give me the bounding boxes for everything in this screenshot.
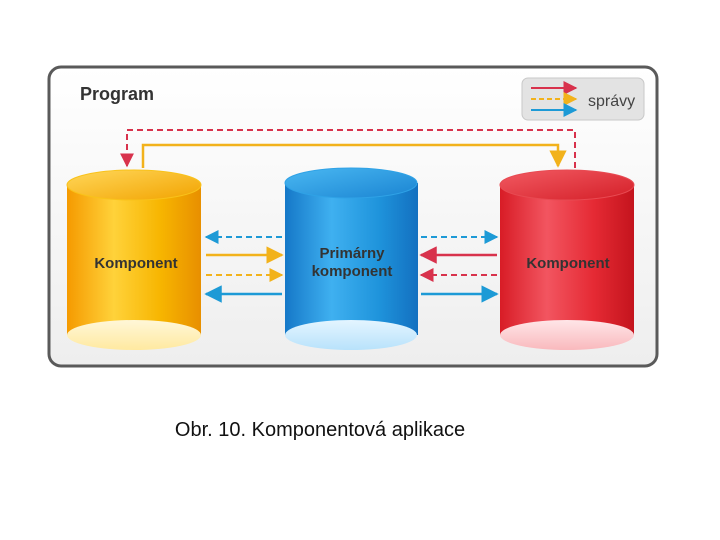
component-diagram: Program správy Komponent Primárny kompon… (47, 65, 659, 368)
program-title: Program (80, 84, 154, 104)
component-center-label-line2: komponent (312, 263, 393, 280)
cylinder-right-body (500, 185, 634, 335)
component-left-label: Komponent (94, 255, 177, 272)
component-right-label: Komponent (526, 255, 609, 272)
component-right: Komponent (499, 169, 635, 350)
cylinder-right-bottom (500, 320, 634, 350)
figure-caption: Obr. 10. Komponentová aplikace (174, 419, 466, 441)
legend-label: správy (588, 93, 635, 110)
cylinder-left-body (67, 185, 201, 335)
top-dashed-red-arrow (120, 129, 576, 168)
component-center: Primárny komponent (284, 167, 418, 350)
component-left: Komponent (66, 169, 202, 350)
cylinder-left-bottom (67, 320, 201, 350)
legend: správy (521, 77, 645, 121)
cylinder-left-top (66, 169, 202, 201)
cylinder-right-top (499, 169, 635, 201)
top-yellow-arrow (141, 143, 567, 168)
cylinder-center-top (284, 167, 418, 199)
cylinder-center-body (285, 183, 418, 335)
component-center-label-line1: Primárny (319, 245, 385, 262)
cylinder-center-bottom (285, 320, 417, 350)
